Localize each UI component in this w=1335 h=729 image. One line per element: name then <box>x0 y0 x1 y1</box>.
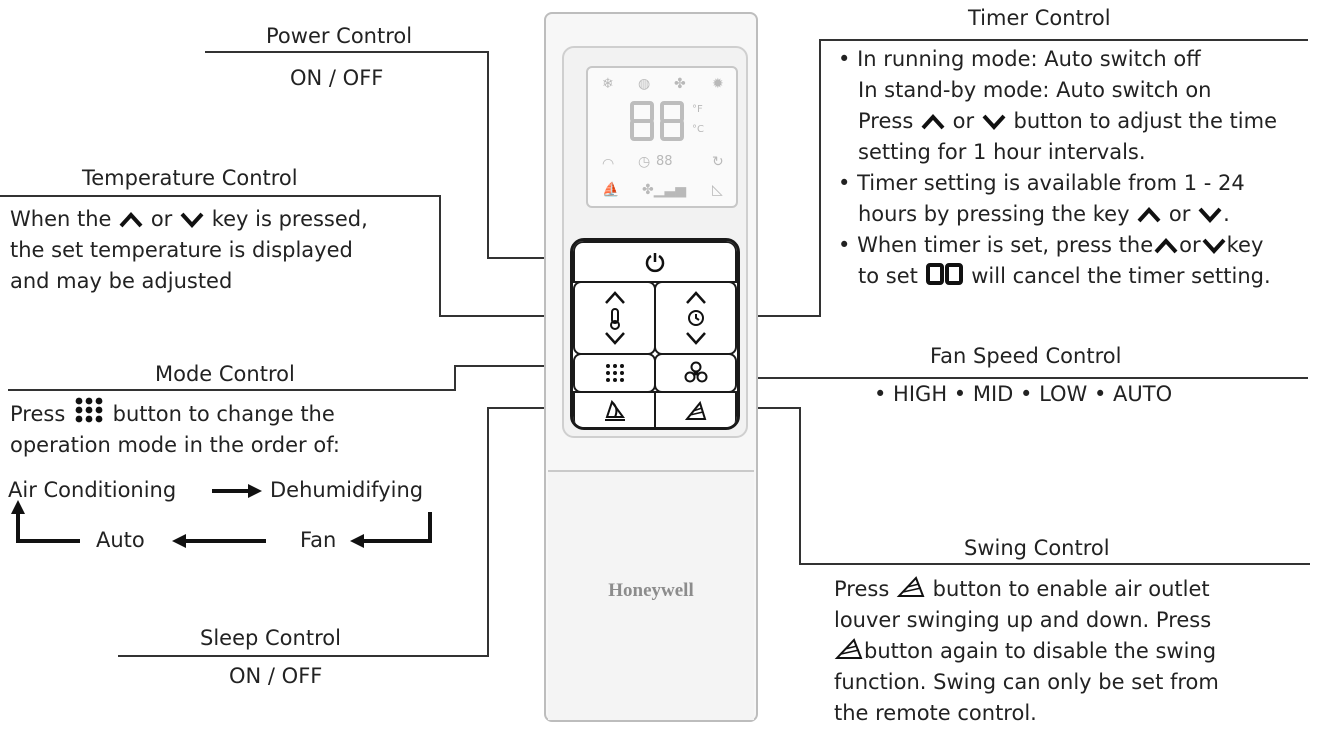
chevron-up-icon <box>1154 238 1178 254</box>
drop-icon: ◍ <box>638 76 651 92</box>
snowflake-icon: ❄ <box>602 76 614 92</box>
power-button[interactable] <box>573 241 737 283</box>
power-icon <box>645 253 665 273</box>
chevron-up-icon <box>119 212 143 228</box>
timer-control-desc: • In running mode: Auto switch off In st… <box>838 47 1277 288</box>
swing-icon <box>896 576 925 597</box>
swing-icon <box>834 638 863 659</box>
fan-speed-options: • HIGH • MID • LOW • AUTO <box>874 382 1173 406</box>
fan-speed-button[interactable] <box>654 353 737 393</box>
keypad <box>570 238 740 430</box>
flow-fan: Fan <box>300 528 337 552</box>
chevron-up-icon <box>921 114 945 130</box>
blank-digits-icon <box>925 263 963 285</box>
sleep-status-icon: ⛵ <box>602 182 620 198</box>
flow-dehumidifying: Dehumidifying <box>270 478 424 502</box>
fan-icon: ✤ <box>674 76 686 92</box>
swing-control-desc: Press button to enable air outlet louver… <box>834 576 1219 725</box>
power-control-title: Power Control <box>266 24 413 48</box>
timer-control-title: Timer Control <box>968 6 1111 30</box>
mode-button[interactable] <box>573 353 656 393</box>
refresh-icon: ↻ <box>712 154 724 170</box>
swing-status-icon: ◺ <box>712 182 723 198</box>
swing-control-title: Swing Control <box>964 536 1110 560</box>
lcd-unit-c: °C <box>692 124 704 135</box>
mode-dots-icon <box>75 397 103 423</box>
mode-control-desc: Press button to change the operation mod… <box>10 396 340 461</box>
temperature-button[interactable] <box>573 281 656 355</box>
fan-speed-control-title: Fan Speed Control <box>930 344 1122 368</box>
brand-logo: Honeywell <box>608 580 694 601</box>
temperature-control-title: Temperature Control <box>82 166 298 190</box>
lcd-display: ❄ ◍ ✤ ✹ °F °C ◠ ◷ 88 ↻ ⛵ ✤▁▃▅ ◺ <box>586 66 738 208</box>
remote-lower-panel <box>548 470 754 720</box>
power-control-sub: ON / OFF <box>290 66 384 90</box>
timer-updown-icon <box>685 291 706 345</box>
lcd-unit-f: °F <box>692 104 703 115</box>
lcd-timer-icon: ◷ <box>638 154 651 170</box>
chevron-down-icon <box>1198 207 1222 223</box>
wifi-icon: ◠ <box>602 156 615 172</box>
flow-auto: Auto <box>96 528 145 552</box>
sleep-control-sub: ON / OFF <box>229 664 323 688</box>
sleep-icon <box>604 399 625 421</box>
fan-icon <box>684 361 707 383</box>
temperature-control-desc: When the or key is pressed, the set temp… <box>10 207 368 293</box>
mode-control-title: Mode Control <box>155 362 295 386</box>
sun-icon: ✹ <box>712 76 724 92</box>
chevron-down-icon <box>1202 238 1226 254</box>
chevron-down-icon <box>180 212 204 228</box>
fan-speed-icon: ✤▁▃▅ <box>642 182 687 198</box>
flow-air-conditioning: Air Conditioning <box>8 478 177 502</box>
sleep-control-title: Sleep Control <box>200 626 341 650</box>
sleep-button[interactable] <box>573 391 656 427</box>
swing-button[interactable] <box>654 391 737 427</box>
temperature-updown-icon <box>604 291 625 345</box>
mode-dots-icon <box>605 364 624 382</box>
lcd-digits <box>630 101 684 141</box>
chevron-down-icon <box>982 114 1006 130</box>
swing-icon <box>684 400 706 420</box>
lcd-timer-digits: 88 <box>656 154 673 169</box>
chevron-up-icon <box>1137 207 1161 223</box>
timer-button[interactable] <box>654 281 737 355</box>
